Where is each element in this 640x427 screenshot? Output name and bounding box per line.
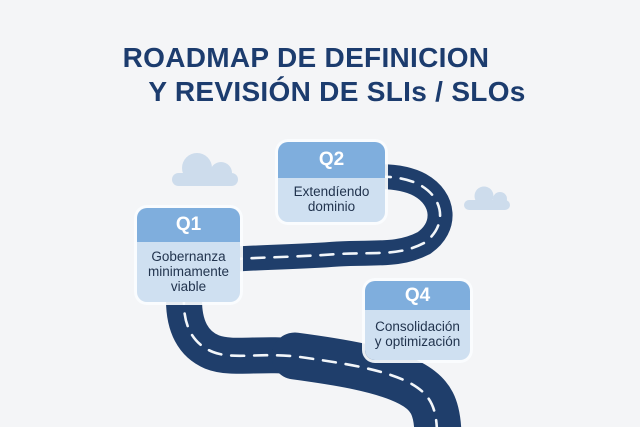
page-title-line-1: ROADMAP DE DEFINICION — [122, 42, 490, 73]
quarter-badge-q2: Q2 — [278, 142, 385, 178]
milestone-card-q4: Q4 Consolidación y optimización — [365, 281, 470, 360]
cloud-right-icon — [464, 186, 510, 210]
milestone-description-q4: Consolidación y optimización — [365, 310, 470, 360]
milestone-card-q1: Q1 Gobernanza minimamente viable — [137, 208, 240, 302]
page-title-line-2: Y REVISIÓN DE SLIs / SLOs — [148, 76, 526, 107]
milestone-description-q1: Gobernanza minimamente viable — [137, 242, 240, 302]
quarter-badge-q1: Q1 — [137, 208, 240, 242]
cloud-left-icon — [172, 153, 238, 186]
milestone-description-q2: Extendíendo dominio — [278, 178, 385, 222]
quarter-badge-q4: Q4 — [365, 281, 470, 310]
milestone-card-q2: Q2 Extendíendo dominio — [278, 142, 385, 222]
